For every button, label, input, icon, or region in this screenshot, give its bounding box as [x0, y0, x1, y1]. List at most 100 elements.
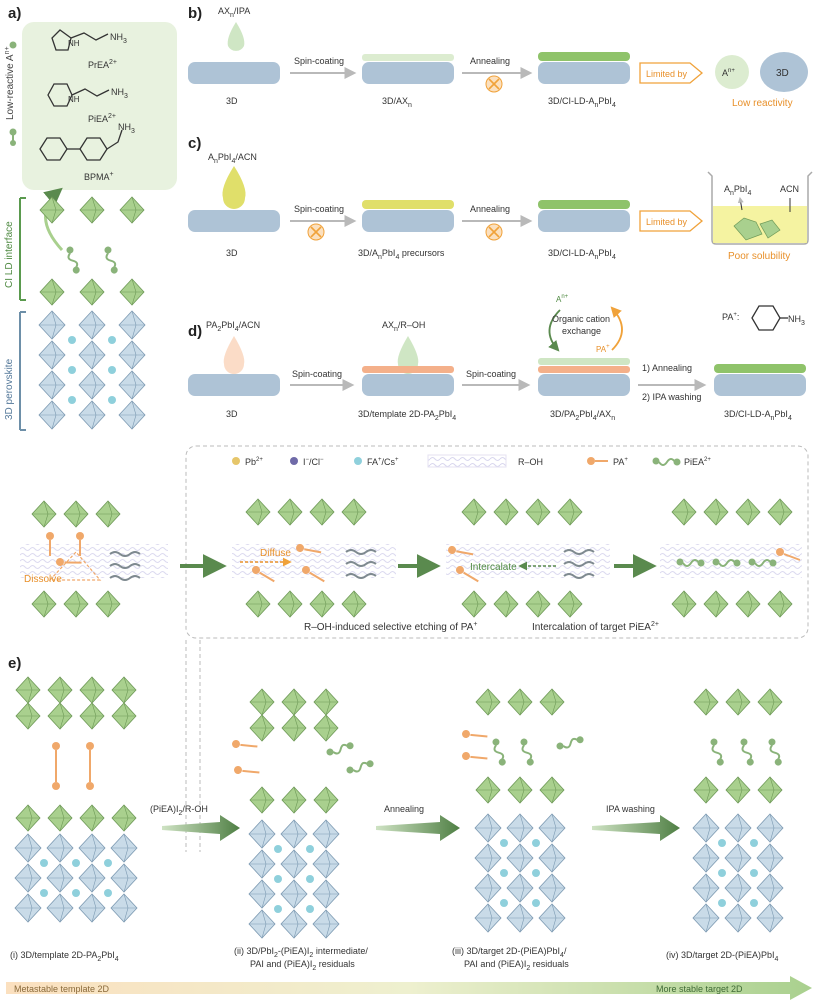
- drop-c-icon: [222, 166, 246, 209]
- film-b3-shape: [538, 62, 630, 84]
- drop-d1-icon: [223, 336, 245, 374]
- stage-4-stack: [692, 688, 785, 933]
- stage-2-caption-1: (ii) 3D/PbI2-(PiEA)I2 intermediate/: [234, 946, 368, 959]
- e-arrow-2-label: Annealing: [384, 804, 424, 814]
- e-arrow-1-label: (PiEA)I2/R-OH: [150, 804, 208, 817]
- stage-2-stack: [230, 688, 376, 939]
- perovskite-stack: [38, 196, 146, 430]
- bpma-amine: NH3: [118, 122, 135, 135]
- film-b2-shape: [362, 62, 454, 84]
- e-arrow-1: [162, 815, 240, 841]
- d-precursor2: AXn/R–OH: [382, 320, 425, 333]
- panel-a: a) Low-reactive An+ NH NH3 PrEA2+ NH NH3…: [4, 5, 177, 431]
- panel-e: e) (PiEA)I2/R-OH: [6, 640, 812, 1000]
- exchange-arrow-green: [548, 309, 561, 352]
- result-c: Poor solubility: [728, 251, 790, 262]
- pa-amine: NH3: [788, 314, 805, 327]
- film-3d: [188, 62, 280, 84]
- step-c1: Spin-coating: [294, 204, 344, 214]
- mech-diffuse: Diffuse: [260, 548, 291, 559]
- mechanism-box: Pb2+ I−/Cl− FA+/Cs+ R–OH PA+ PiEA2+ Diss…: [20, 445, 809, 639]
- step-b1: Spin-coating: [294, 56, 344, 66]
- step-b2: Annealing: [470, 56, 510, 66]
- mech-dissolve: Dissolve: [24, 574, 62, 585]
- step-c2: Annealing: [470, 204, 510, 214]
- bubble-a: An+: [722, 68, 735, 78]
- prea-structure-icon: [51, 29, 109, 51]
- film-c2: 3D/AnPbI4 precursors: [358, 248, 445, 261]
- film-c1: 3D: [226, 248, 238, 258]
- drop-d2-icon: [397, 336, 419, 374]
- film-d1: 3D: [226, 409, 238, 419]
- film-b1: 3D: [226, 96, 238, 106]
- mech-caption-right: Intercalation of target PiEA2+: [532, 621, 659, 633]
- legend-fa-cs: FA+/Cs+: [367, 457, 399, 467]
- film-d4: 3D/CI-LD-AnPbI4: [724, 409, 792, 422]
- film-b3: 3D/CI-LD-AnPbI4: [548, 96, 616, 109]
- mech-stage-4: [660, 498, 802, 618]
- legend-pb: Pb2+: [245, 457, 263, 467]
- interface-label: CI LD interface: [4, 221, 15, 288]
- mech-intercalate: Intercalate: [470, 562, 517, 573]
- mech-stage-3: [446, 498, 610, 618]
- step-d3a: 1) Annealing: [642, 363, 692, 373]
- film-d3: 3D/PA2PbI4/AXn: [550, 409, 615, 422]
- legend-piea: PiEA2+: [684, 457, 711, 467]
- beaker-label2: ACN: [780, 184, 799, 194]
- beaker-label1: AnPbI4: [724, 184, 751, 197]
- blocked-c1-icon: [307, 223, 325, 241]
- low-reactive-label: Low-reactive An+: [4, 46, 16, 120]
- film-d2: 3D/template 2D-PA2PbI4: [358, 409, 456, 422]
- legend: Pb2+ I−/Cl− FA+/Cs+ R–OH PA+ PiEA2+: [232, 454, 711, 468]
- exchange-line1: Organic cation: [552, 314, 610, 324]
- piea-structure-icon: [47, 83, 110, 107]
- mech-stage-1: [20, 500, 168, 618]
- cation-box: [22, 22, 177, 190]
- stage-3-stack: [460, 688, 586, 933]
- film-b2: 3D/AXn: [382, 96, 412, 109]
- exchange-a: An+: [556, 294, 569, 304]
- legend-pa: PA+: [613, 457, 628, 467]
- stability-gradient: [6, 976, 812, 1000]
- piea-ring-n: NH: [68, 95, 80, 104]
- stage-4-caption: (iv) 3D/target 2D-(PiEA)PbI4: [666, 950, 779, 963]
- step-d3b: 2) IPA washing: [642, 392, 701, 402]
- stage-1-stack: [14, 676, 138, 923]
- prea-label: PrEA2+: [88, 59, 117, 70]
- stage-3-caption-2: PAI and (PiEA)I2 residuals: [464, 959, 569, 972]
- drop-icon: [227, 22, 245, 51]
- pa-ring-icon: [751, 305, 781, 331]
- limited-by-b-text: Limited by: [646, 69, 688, 79]
- e-arrow-3: [592, 815, 680, 841]
- panel-d-label: d): [188, 323, 202, 340]
- step-d1: Spin-coating: [292, 369, 342, 379]
- stage-2-caption-2: PAI and (PiEA)I2 residuals: [250, 959, 355, 972]
- cation-ball-icon: [9, 41, 17, 146]
- blocked-c2-icon: [485, 223, 503, 241]
- gradient-left-label: Metastable template 2D: [14, 984, 110, 994]
- limited-by-c-text: Limited by: [646, 217, 688, 227]
- e-arrow-2: [376, 815, 460, 841]
- legend-i-cl: I−/Cl−: [303, 457, 324, 467]
- cation-bubble: [715, 55, 749, 89]
- stage-3-caption-1: (iii) 3D/target 2D-(PiEA)PbI4/: [452, 946, 567, 959]
- cation-arrow: [43, 187, 64, 252]
- panel-c: c) AnPbI4/ACN 3D Spin-coating 3D/AnPbI4 …: [188, 135, 813, 262]
- panel-c-precursor: AnPbI4/ACN: [208, 152, 257, 165]
- mech-stage-2: [232, 498, 396, 618]
- result-b: Low reactivity: [732, 98, 793, 109]
- panel-e-label: e): [8, 655, 21, 672]
- bubble-3d-shape: [760, 52, 808, 92]
- panel-a-label: a): [8, 5, 21, 22]
- limited-by-b: [639, 62, 704, 84]
- prea-ring-n: NH: [68, 39, 80, 48]
- prea-amine: NH3: [110, 32, 127, 45]
- legend-roh: R–OH: [518, 457, 543, 467]
- perovskite-label: 3D perovskite: [4, 358, 15, 420]
- film-c3: 3D/CI-LD-AnPbI4: [548, 248, 616, 261]
- panel-b: b) AXn/IPA 3D Spin-coating 3D/AXn Anneal…: [188, 5, 808, 109]
- panel-b-precursor: AXn/IPA: [218, 6, 250, 19]
- bpma-structure-icon: [39, 129, 123, 161]
- mech-caption-left: R–OH-induced selective etching of PA+: [304, 621, 477, 633]
- exchange-arrow-orange: [610, 306, 623, 351]
